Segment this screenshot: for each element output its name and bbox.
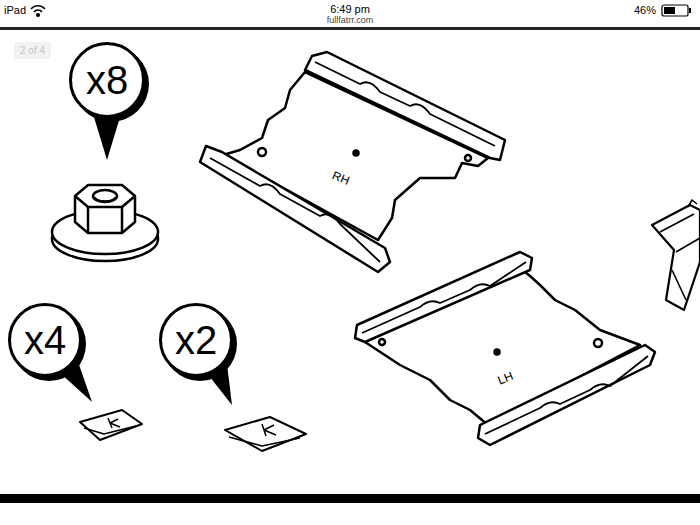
- bottom-bar: [0, 494, 700, 503]
- bracket-hole: [258, 148, 266, 156]
- rail-groove: [315, 62, 495, 146]
- rail-groove: [362, 262, 526, 333]
- bracket-hole: [354, 151, 359, 156]
- rh-bracket: [200, 52, 505, 272]
- spring-clip: [80, 410, 142, 440]
- flange-nut: [52, 185, 158, 261]
- status-time: 6:49 pm: [330, 3, 370, 15]
- part-marking: LH: [496, 370, 515, 388]
- nut-hex-edge: [121, 207, 124, 233]
- nut-thread: [95, 197, 115, 201]
- battery-case: [662, 5, 688, 16]
- site-address: fullfatrr.com: [327, 16, 374, 26]
- clip-fold: [84, 426, 136, 434]
- wifi-icon: [31, 6, 45, 17]
- clip-body: [80, 410, 142, 440]
- partial-part: [652, 200, 700, 310]
- quantity-callout: x8: [69, 42, 145, 118]
- callout-number: x8: [86, 60, 128, 100]
- bracket-rail: [478, 345, 655, 445]
- rail-groove: [210, 158, 380, 262]
- nut-hex-body: [75, 185, 135, 233]
- lh-bracket: [355, 252, 655, 445]
- part-marking: RH: [330, 169, 351, 188]
- page-counter-badge: 2 of 4: [14, 42, 51, 59]
- wifi-arc: [34, 10, 42, 12]
- battery-level: [664, 7, 675, 14]
- bracket-rail: [200, 146, 390, 272]
- nut-hole: [93, 190, 117, 202]
- bracket-hole: [465, 155, 471, 161]
- rail-groove: [485, 356, 648, 434]
- bracket-rail: [305, 52, 505, 160]
- clip-mark: [108, 418, 120, 428]
- bracket-plate: [365, 268, 640, 425]
- bracket-plate: [223, 72, 488, 240]
- status-bar-rule: [0, 27, 700, 30]
- callout-number: x4: [24, 320, 66, 360]
- quantity-callout: x2: [159, 303, 233, 377]
- bracket-hole: [379, 339, 385, 345]
- quantity-callout: x4: [8, 303, 82, 377]
- battery-percent: 46%: [634, 4, 656, 16]
- nut-hex-edge: [87, 207, 90, 233]
- battery-icon: [662, 5, 691, 16]
- callout-number: x2: [175, 320, 217, 360]
- part-tab: [688, 200, 697, 207]
- battery-nub: [689, 8, 691, 13]
- clip-fold: [229, 437, 300, 446]
- wifi-arc: [31, 6, 45, 9]
- device-name: iPad: [4, 4, 26, 16]
- spring-clip: [225, 417, 306, 451]
- part-edge: [660, 214, 700, 300]
- part-body: [652, 205, 700, 310]
- page-counter: 2 of 4: [20, 45, 45, 56]
- bracket-rail: [355, 252, 532, 342]
- clip-mark: [262, 424, 276, 436]
- bracket-hole: [495, 350, 500, 355]
- wifi-dot: [37, 14, 40, 17]
- bracket-hole: [594, 339, 602, 347]
- clip-body: [225, 417, 306, 451]
